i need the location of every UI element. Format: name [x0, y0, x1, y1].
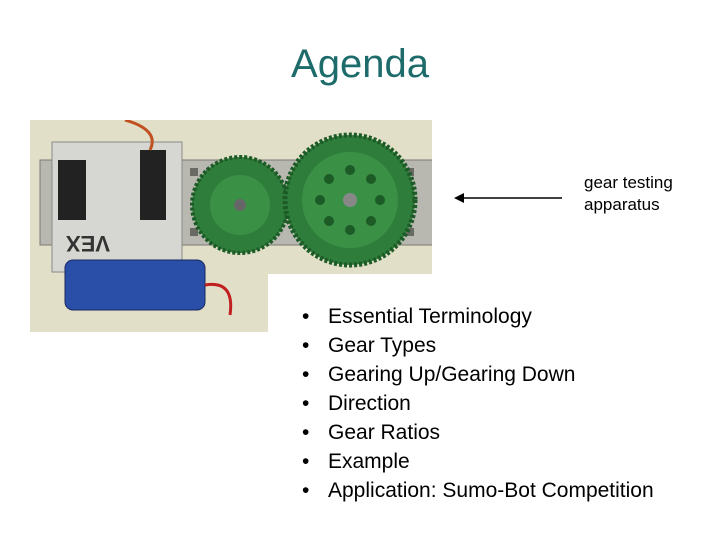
vex-logo: VEX [66, 231, 110, 256]
list-item: •Example [302, 450, 410, 473]
agenda-list: •Essential Terminology •Gear Types •Gear… [302, 302, 654, 505]
photo-mask [268, 274, 448, 354]
gear-testing-photo: VEX [30, 120, 432, 332]
callout-label: gear testing apparatus [584, 172, 673, 216]
list-item: •Gear Types [302, 334, 437, 357]
callout-line-1: gear testing [584, 173, 673, 192]
callout-arrow-icon [454, 193, 562, 203]
callout-line-2: apparatus [584, 195, 660, 214]
list-item: •Application: Sumo-Bot Competition [302, 479, 654, 502]
list-item: •Gear Ratios [302, 421, 441, 444]
list-item: •Essential Terminology [302, 305, 532, 328]
slide-title: Agenda [291, 42, 429, 86]
list-item: •Direction [302, 392, 411, 415]
list-item: •Gearing Up/Gearing Down [302, 363, 576, 386]
